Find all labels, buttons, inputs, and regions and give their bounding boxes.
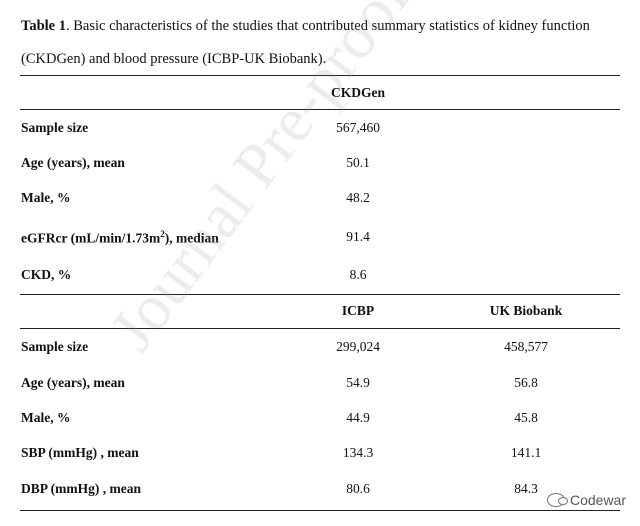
row-label: Sample size (21, 120, 89, 135)
row-value: 45.8 (514, 410, 538, 425)
row-value: 80.6 (346, 481, 370, 496)
top-rule (20, 75, 620, 76)
row-value: 48.2 (346, 190, 370, 205)
header-rule-2 (20, 328, 620, 329)
caption-text: . Basic characteristics of the studies t… (21, 18, 590, 67)
row-value: 50.1 (346, 155, 370, 170)
row-value: 458,577 (504, 339, 548, 354)
bottom-rule (20, 510, 620, 511)
caption-label: Table 1 (21, 18, 66, 34)
row-label: DBP (mmHg) , mean (21, 481, 141, 496)
header-rule-1 (20, 109, 620, 110)
row-value: 44.9 (346, 410, 370, 425)
row-value: 8.6 (349, 267, 367, 282)
brand-badge: Codewar (546, 492, 626, 508)
row-value: 299,024 (336, 339, 380, 354)
row-value: 91.4 (346, 229, 370, 244)
row-label: Sample size (21, 339, 89, 354)
row-label: Male, % (21, 410, 71, 425)
brand-label: Codewar (569, 492, 626, 508)
row-label: Age (years), mean (21, 375, 125, 390)
row-value: 141.1 (510, 445, 542, 460)
row-value: 567,460 (336, 120, 380, 135)
row-label: Age (years), mean (21, 155, 125, 170)
row-value: 134.3 (342, 445, 374, 460)
chat-bubbles-icon (546, 493, 568, 507)
row-label: Male, % (21, 190, 71, 205)
table-caption: Table 1. Basic characteristics of the st… (21, 10, 621, 76)
row-value: 56.8 (514, 375, 538, 390)
header-icbp: ICBP (341, 303, 375, 318)
row-value: 54.9 (346, 375, 370, 390)
row-value: 84.3 (514, 481, 538, 496)
section-rule (20, 294, 620, 295)
header-ukbiobank: UK Biobank (489, 303, 563, 318)
header-ckdgen: CKDGen (331, 85, 385, 100)
row-label: CKD, % (21, 267, 72, 282)
row-label: eGFRcr (mL/min/1.73m2), median (21, 229, 219, 246)
row-label: SBP (mmHg) , mean (21, 445, 139, 460)
